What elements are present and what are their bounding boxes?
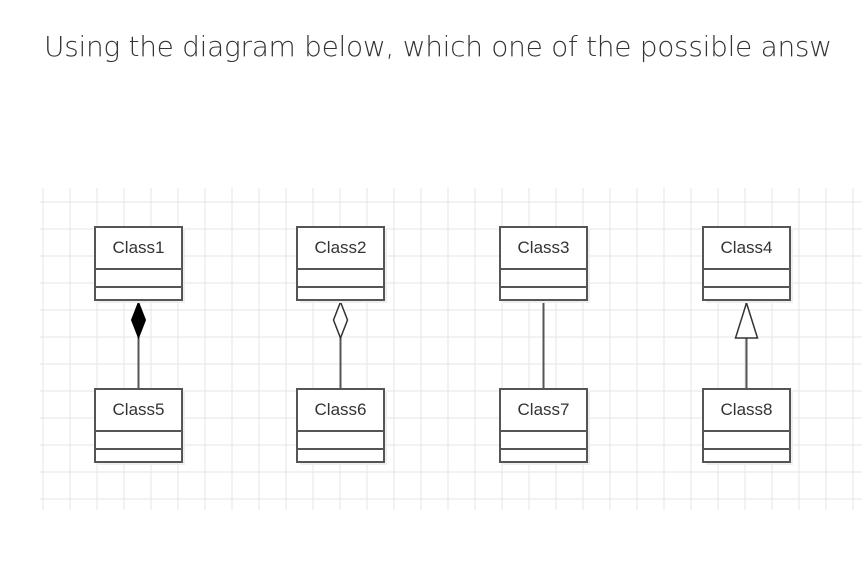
class-box-class4[interactable]: Class4 xyxy=(702,226,793,303)
question-text: Using the diagram below, which one of th… xyxy=(44,30,832,63)
class-name: Class5 xyxy=(113,400,165,419)
class-box-class6[interactable]: Class6 xyxy=(296,388,387,465)
generalization-relationship xyxy=(734,300,759,389)
class-box-class3[interactable]: Class3 xyxy=(499,226,590,303)
class-name: Class2 xyxy=(315,238,367,257)
class-name: Class6 xyxy=(315,400,367,419)
class-box-class8[interactable]: Class8 xyxy=(702,388,793,465)
class-box-class1[interactable]: Class1 xyxy=(94,226,185,303)
aggregation-relationship xyxy=(332,299,349,389)
hollow-triangle-icon xyxy=(734,300,759,339)
hollow-diamond-icon xyxy=(332,299,349,341)
class-name: Class8 xyxy=(721,400,773,419)
class-name: Class1 xyxy=(113,238,165,257)
class-name: Class7 xyxy=(518,400,570,419)
filled-diamond-icon xyxy=(130,300,147,340)
class-box-class7[interactable]: Class7 xyxy=(499,388,590,465)
class-name: Class3 xyxy=(518,238,570,257)
class-name: Class4 xyxy=(721,238,773,257)
class-box-class2[interactable]: Class2 xyxy=(296,226,387,303)
class-box-class5[interactable]: Class5 xyxy=(94,388,185,465)
composition-relationship xyxy=(130,300,147,389)
